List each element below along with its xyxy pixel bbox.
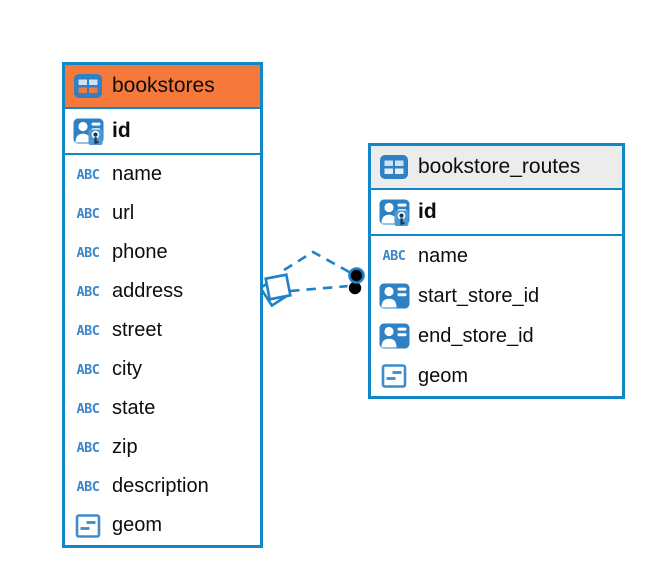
table-header-bookstore-routes[interactable]: bookstore_routes [371, 146, 622, 190]
column-row-url[interactable]: ABC url [65, 194, 260, 233]
column-name: id [112, 119, 131, 142]
column-name: description [112, 475, 209, 497]
column-row-end_store_id[interactable]: end_store_id [371, 316, 622, 356]
geometry-icon [378, 363, 410, 389]
column-name: name [112, 163, 163, 185]
column-row-start_store_id[interactable]: start_store_id [371, 276, 622, 316]
column-row-id[interactable]: id [65, 109, 260, 155]
column-row-name[interactable]: ABC name [65, 155, 260, 194]
column-name: url [112, 202, 135, 224]
column-name: state [112, 397, 156, 419]
column-name: city [112, 358, 142, 380]
text-icon: ABC [76, 361, 100, 378]
column-row-street[interactable]: ABC street [65, 311, 260, 350]
column-name: end_store_id [418, 324, 534, 347]
column-name: geom [418, 364, 469, 387]
column-name: start_store_id [418, 284, 540, 307]
column-name: address [112, 280, 184, 302]
text-icon: ABC [76, 400, 100, 417]
association-diamond[interactable] [258, 273, 292, 308]
endpoint-dot-lower [347, 280, 363, 296]
text-icon: ABC [382, 248, 406, 264]
column-name: phone [112, 241, 168, 263]
column-row-name[interactable]: ABC name [371, 236, 622, 276]
column-row-geom[interactable]: geom [65, 506, 260, 545]
text-icon: ABC [76, 478, 100, 495]
text-icon: ABC [76, 283, 100, 300]
table-icon [379, 154, 409, 180]
text-icon: ABC [76, 439, 100, 456]
table-title: bookstore_routes [418, 155, 581, 178]
column-row-state[interactable]: ABC state [65, 389, 260, 428]
column-row-description[interactable]: ABC description [65, 467, 260, 506]
text-icon: ABC [76, 166, 100, 183]
geometry-icon [72, 513, 104, 539]
primary-key-icon [378, 198, 410, 226]
text-icon: ABC [76, 205, 100, 222]
relationship-endpoint-dots[interactable] [347, 267, 365, 296]
column-row-city[interactable]: ABC city [65, 350, 260, 389]
column-row-zip[interactable]: ABC zip [65, 428, 260, 467]
column-row-address[interactable]: ABC address [65, 272, 260, 311]
column-row-phone[interactable]: ABC phone [65, 233, 260, 272]
foreign-key-icon [378, 322, 410, 350]
column-name: geom [112, 514, 163, 536]
column-row-id[interactable]: id [371, 190, 622, 236]
endpoint-dot-upper [348, 267, 365, 284]
column-name: name [418, 244, 469, 267]
column-name: id [418, 200, 437, 223]
table-title: bookstores [112, 74, 215, 97]
text-icon: ABC [76, 244, 100, 261]
text-icon: ABC [76, 322, 100, 339]
column-name: zip [112, 436, 138, 458]
column-row-geom[interactable]: geom [371, 356, 622, 396]
column-name: street [112, 319, 163, 341]
relationship-connector[interactable] [283, 250, 352, 293]
table-header-bookstores[interactable]: bookstores [65, 65, 260, 109]
table-icon [73, 73, 103, 99]
foreign-key-icon [378, 282, 410, 310]
primary-key-icon [72, 117, 104, 145]
